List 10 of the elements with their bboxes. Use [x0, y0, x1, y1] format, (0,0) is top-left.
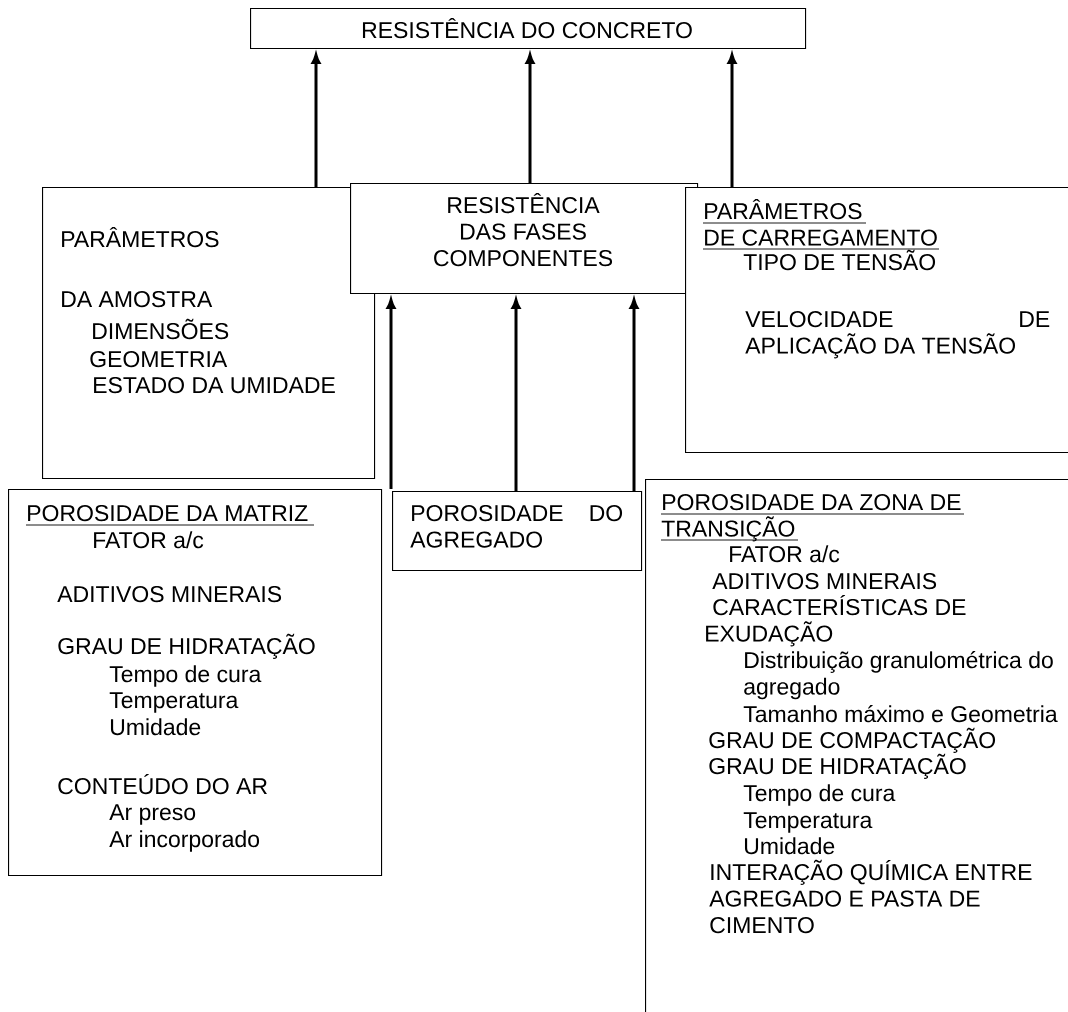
node-label: TIPO DE TENSÃO: [743, 249, 936, 271]
node-label: PARÂMETROS DE CARREGAMENTO: [705, 198, 937, 246]
text-box: POROSIDADE DA ZONA DE TRANSIÇÃO FATOR a/c ADITIVOS MINERAIS CARACTERÍSTICAS DE EXUDAÇÃO Distribuição granulométrica do agregado Tamanho máximo e Geometria GRAU DE COMPACTAÇÃO GRAU DE HIDRATAÇÃO Tempo de cura Temperatura Umidade INTERAÇÃO QUÍMICA ENTRE AGREGADO E PASTA DE CIMENTO: [645, 479, 1068, 1012]
text-box: POROSIDADE DA MATRIZ FATOR a/c ADITIVOS MINERAIS GRAU DE HIDRATAÇÃO Tempo de cura Temperatura Umidade CONTEÚDO DO AR Ar preso Ar incorporado: [8, 489, 383, 877]
text-box: RESISTÊNCIA DO CONCRETO: [250, 8, 807, 50]
text-box: POROSIDADE DO AGREGADO: [392, 491, 643, 572]
text-box: PARÂMETROS DE CARREGAMENTO TIPO DE TENSÃO VELOCIDADE DE APLICAÇÃO DA TENSÃO: [685, 187, 1068, 454]
text-box: RESISTÊNCIA DAS FASES COMPONENTES: [350, 183, 699, 295]
node-label: VELOCIDADE DE APLICAÇÃO DA TENSÃO: [745, 310, 1050, 359]
text-box: PARÂMETROS DA AMOSTRA DIMENSÕES GEOMETRIA ESTADO DA UMIDADE: [42, 187, 376, 480]
